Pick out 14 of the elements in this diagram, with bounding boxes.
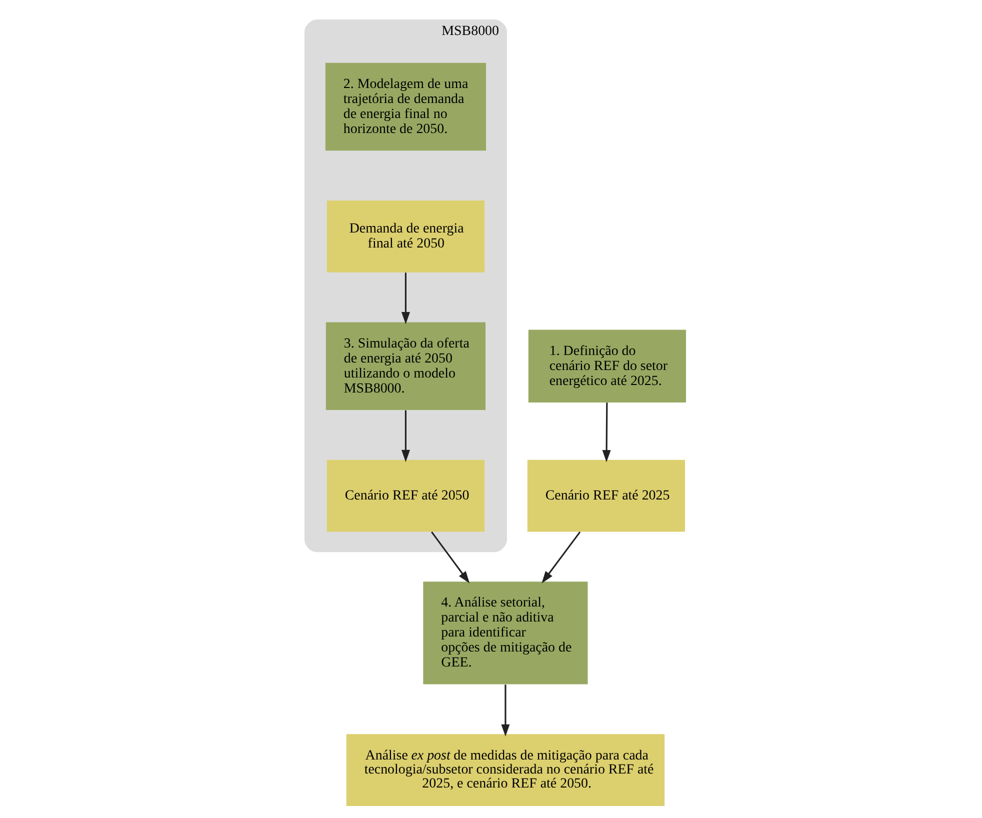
arrow: [400, 272, 410, 324]
node-box: 4. Análise setorial, parcial e não aditiva para identificar opções de mitigação de GEE.: [422, 582, 588, 684]
node-box: Cenário REF até 2050: [326, 460, 484, 532]
node-box: 1. Definição do cenário REF do setor energético até 2025.: [528, 330, 686, 403]
arrow: [400, 410, 410, 462]
arrow: [602, 402, 610, 462]
node-box: 2. Modelagem de uma trajetória de demanda de energia final no horizonte de 2050.: [324, 62, 486, 151]
node-box: Cenário REF até 2025: [526, 460, 685, 532]
arrow: [500, 684, 510, 737]
node-box: Demanda de energia final até 2050: [326, 200, 484, 272]
node-box: Análise ex post de medidas de mitigação para cada tecnologia/subsetor considerada no cenário REF até 2025, e cenário REF até 2050.: [346, 734, 664, 806]
node-box: 3. Simulação da oferta de energia até 2050 utilizando o modelo MSB8000.: [325, 322, 486, 410]
arrow: [430, 531, 470, 584]
arrow: [541, 531, 580, 584]
